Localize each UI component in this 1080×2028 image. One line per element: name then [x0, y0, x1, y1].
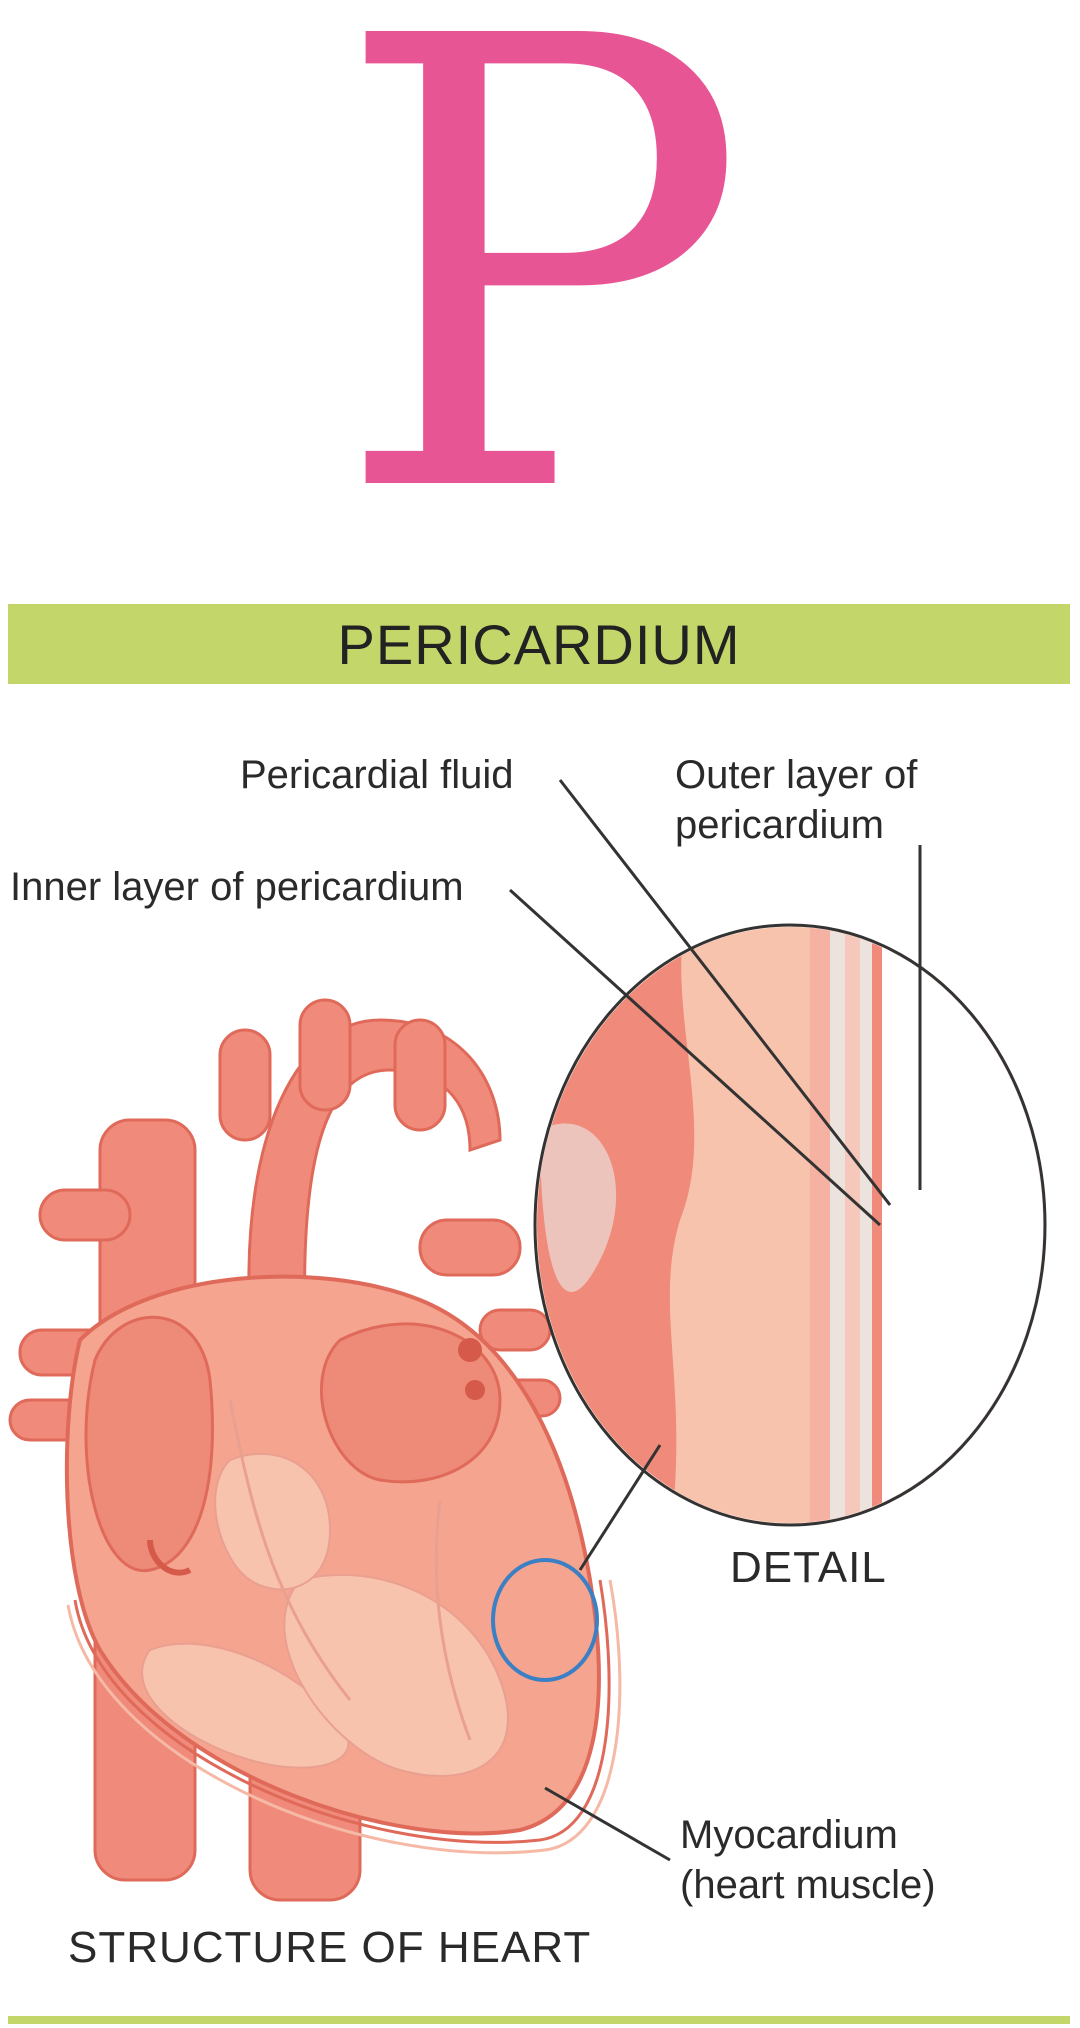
label-pericardial-fluid: Pericardial fluid [240, 753, 514, 797]
decorative-letter: P [0, 0, 1080, 580]
heart-diagram: Pericardial fluid Outer layer of pericar… [0, 700, 1080, 1990]
diagram-title: PERICARDIUM [337, 612, 741, 676]
label-outer-layer: Outer layer of pericardium [675, 753, 918, 847]
letter-p: P [331, 0, 749, 630]
label-detail: DETAIL [730, 1543, 887, 1592]
bottom-rule [8, 2016, 1070, 2024]
label-structure-of-heart: STRUCTURE OF HEART [68, 1923, 592, 1972]
label-inner-layer: Inner layer of pericardium [10, 865, 464, 909]
label-myocardium: Myocardium (heart muscle) [680, 1813, 936, 1907]
detail-circle [533, 923, 1047, 1527]
heart-drawing [8, 998, 622, 1902]
magnifier-ring [491, 1558, 599, 1682]
heart-illustration [8, 779, 1047, 1902]
title-banner: PERICARDIUM [8, 604, 1070, 684]
